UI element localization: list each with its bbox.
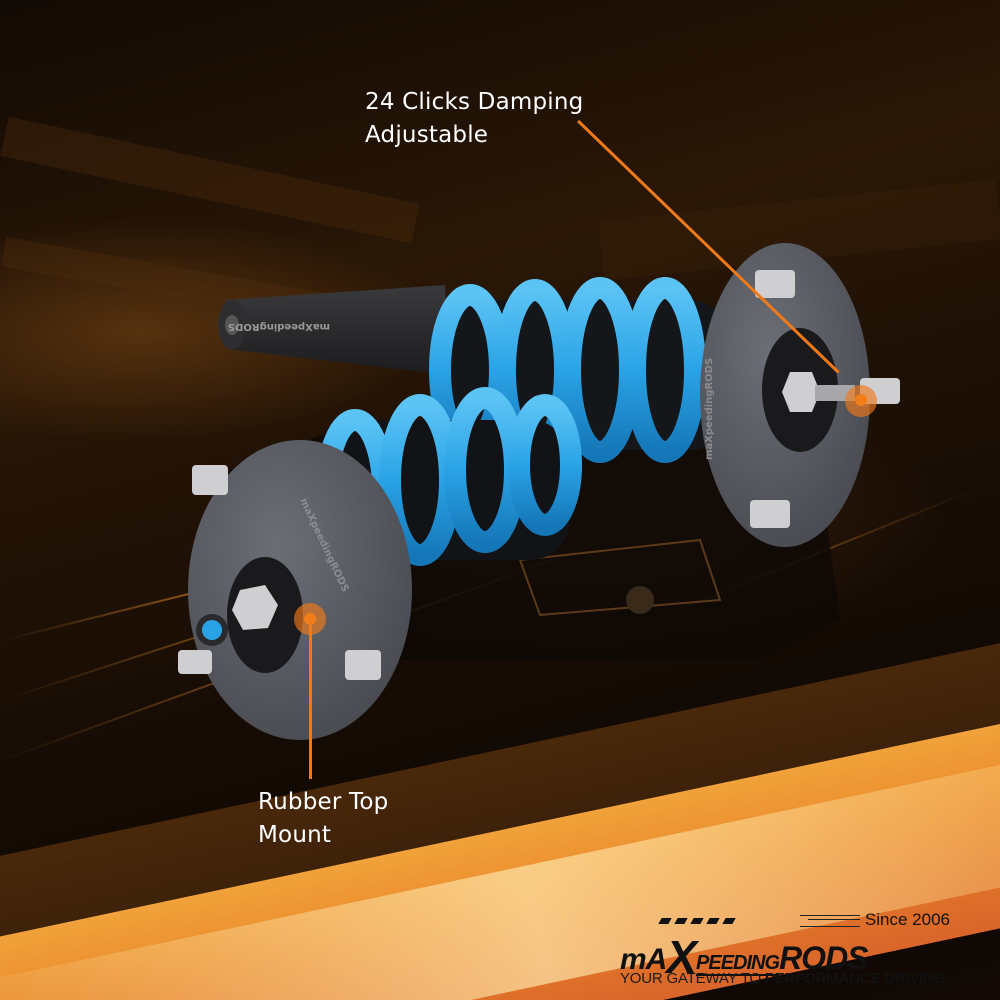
callout-mount-line2: Mount bbox=[258, 822, 332, 848]
brand-logo: Since 2006 mAXPEEDINGRODS YOUR GATEWAY T… bbox=[620, 910, 950, 990]
checkered-flag-icon bbox=[658, 918, 736, 924]
callout-mount-line1: Rubber Top bbox=[258, 789, 389, 815]
brand-tagline: YOUR GATEWAY TO PERFORMANCE DRIVING bbox=[620, 970, 946, 987]
callout-damping-label: 24 Clicks Damping Adjustable bbox=[365, 86, 583, 152]
svg-text:maXpeedingRODS: maXpeedingRODS bbox=[704, 358, 715, 460]
callout-mount-label: Rubber Top Mount bbox=[258, 786, 388, 852]
callout-mount-leader-line bbox=[309, 619, 312, 779]
front-top-mount: maXpeedingRODS bbox=[178, 440, 412, 740]
callout-damping-line1: 24 Clicks Damping bbox=[365, 89, 584, 115]
brand-since: Since 2006 bbox=[864, 910, 950, 929]
svg-text:maXpeedingRODS: maXpeedingRODS bbox=[228, 321, 330, 332]
brand-wordmark: mAXPEEDINGRODS bbox=[620, 931, 869, 983]
rear-shock-body: maXpeedingRODS bbox=[218, 285, 450, 375]
speed-lines-icon bbox=[800, 915, 860, 927]
rear-top-mount: maXpeedingRODS bbox=[700, 243, 900, 547]
callout-damping-line2: Adjustable bbox=[365, 122, 489, 148]
callout-damping-marker-center bbox=[855, 394, 867, 406]
